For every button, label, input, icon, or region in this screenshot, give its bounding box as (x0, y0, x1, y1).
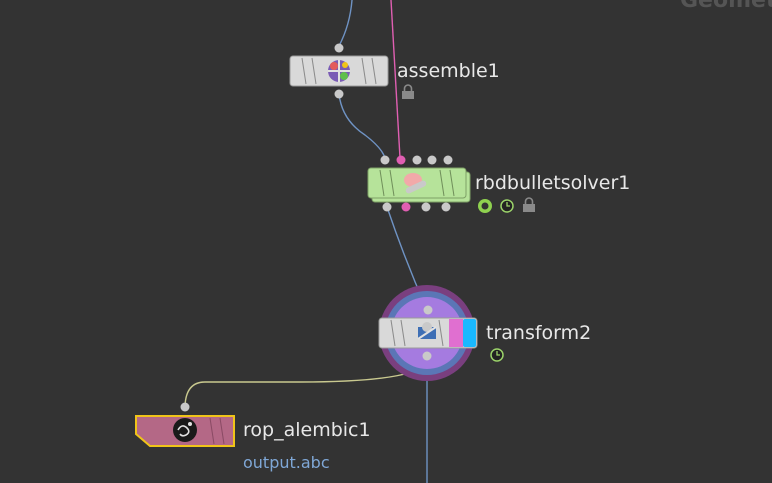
input-connector[interactable] (423, 305, 433, 315)
time-dependent-icon[interactable] (500, 199, 514, 213)
output-connector[interactable] (422, 351, 432, 361)
output-connector-3[interactable] (441, 202, 451, 212)
node-assemble1[interactable] (289, 43, 414, 100)
node-rop-alembic1[interactable] (135, 402, 235, 447)
rbd-solver-icon (404, 173, 427, 194)
display-flag-icon[interactable] (478, 199, 492, 213)
output-file-label: output.abc (243, 453, 330, 472)
wire-assemble-to-rbd[interactable] (338, 93, 386, 159)
output-connector-1[interactable] (401, 202, 411, 212)
transform-icon (417, 322, 437, 340)
node-name-rop-alembic1[interactable]: rop_alembic1 (243, 419, 371, 441)
node-name-rbdbulletsolver1[interactable]: rbdbulletsolver1 (475, 172, 631, 194)
input-connector[interactable] (180, 402, 190, 412)
input-connector-4[interactable] (443, 155, 453, 165)
render-flag[interactable] (449, 319, 463, 347)
output-connector[interactable] (334, 89, 344, 99)
input-connector[interactable] (334, 43, 344, 53)
lock-icon[interactable] (402, 84, 414, 99)
wire-pink-into-rbd[interactable] (390, 0, 401, 159)
display-flag[interactable] (463, 319, 476, 347)
node-name-assemble1[interactable]: assemble1 (397, 60, 500, 82)
time-dependent-icon[interactable] (490, 348, 504, 362)
lock-icon[interactable] (523, 197, 535, 212)
node-rbdbulletsolver1[interactable] (367, 155, 535, 214)
input-connector-3[interactable] (427, 155, 437, 165)
input-connector-1[interactable] (396, 155, 406, 165)
output-connector-0[interactable] (382, 202, 392, 212)
node-transform2[interactable] (378, 285, 504, 381)
node-name-transform2[interactable]: transform2 (486, 322, 592, 344)
assemble-icon (328, 60, 350, 82)
input-connector-2[interactable] (412, 155, 422, 165)
wire-into-assemble[interactable] (338, 0, 353, 47)
output-connector-2[interactable] (421, 202, 431, 212)
network-path-label: Geometry (680, 0, 772, 13)
input-connector-0[interactable] (380, 155, 390, 165)
alembic-icon (173, 418, 197, 442)
